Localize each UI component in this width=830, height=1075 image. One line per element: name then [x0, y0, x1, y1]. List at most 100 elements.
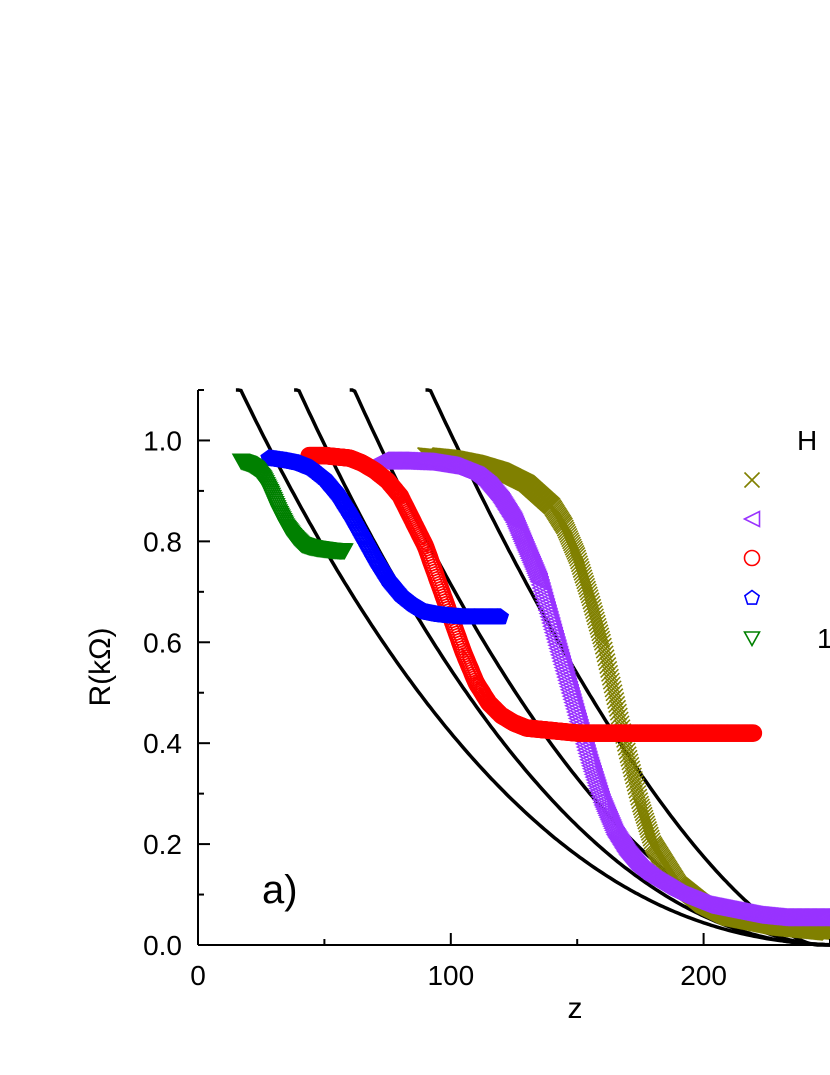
data-point [580, 756, 600, 775]
legend-title: H [797, 425, 817, 456]
data-point [590, 787, 610, 807]
data-point [626, 774, 644, 792]
data-point [528, 570, 548, 589]
data-point [581, 759, 601, 778]
series-triangle-down [231, 453, 354, 560]
data-point [503, 509, 522, 529]
data-point [341, 505, 359, 522]
data-point [585, 601, 603, 620]
data-point [350, 521, 368, 538]
y-tick-label: 0.0 [143, 930, 182, 961]
data-point [595, 641, 613, 659]
data-point [586, 608, 604, 626]
data-point [358, 535, 376, 552]
data-point [354, 529, 372, 546]
data-point [608, 699, 627, 717]
data-point [628, 781, 646, 799]
data-point [560, 527, 578, 546]
data-point [579, 750, 598, 769]
data-point [610, 707, 628, 725]
data-point [607, 692, 625, 710]
data-point [589, 617, 607, 635]
y-axis-label: R(kΩ) [84, 627, 117, 706]
data-point [621, 753, 639, 771]
data-point [559, 525, 577, 543]
data-point [582, 592, 600, 610]
x-tick-label: 100 [427, 960, 474, 991]
data-point [593, 630, 611, 648]
series-pentagon [260, 449, 510, 625]
data-point [346, 513, 364, 530]
data-point [630, 788, 648, 806]
data-point [345, 511, 363, 529]
data-point [558, 523, 576, 541]
data-point [585, 605, 604, 623]
data-point [566, 542, 584, 560]
data-point [596, 645, 614, 663]
data-point [348, 518, 366, 535]
data-point [583, 595, 601, 613]
data-point [586, 773, 605, 792]
data-point [555, 517, 573, 535]
data-point [608, 695, 626, 713]
data-point [583, 765, 603, 784]
data-point [623, 760, 641, 778]
data-point [344, 510, 362, 527]
data-point [355, 531, 373, 548]
data-point [353, 526, 371, 543]
data-point [629, 785, 647, 803]
data-point [600, 660, 618, 678]
data-point [582, 762, 602, 781]
data-point [352, 524, 370, 541]
data-point [609, 703, 627, 721]
data-point [347, 516, 365, 533]
data-point [360, 538, 378, 556]
data-point [587, 611, 605, 629]
series-triangle-left [370, 451, 830, 927]
data-point [624, 763, 642, 781]
data-point [588, 614, 606, 632]
data-point [581, 589, 599, 607]
data-point [624, 767, 642, 785]
data-point [619, 746, 637, 764]
y-tick-label: 0.6 [143, 627, 182, 658]
x-axis-label: z [568, 992, 583, 1025]
panel-label: a) [262, 868, 298, 912]
data-point [359, 537, 377, 554]
y-tick-label: 0.8 [143, 526, 182, 557]
data-point [744, 724, 763, 742]
data-point [351, 523, 369, 540]
data-point [342, 507, 360, 524]
x-tick-label: 200 [680, 960, 727, 991]
data-point [631, 792, 649, 810]
data-point [580, 753, 599, 773]
data-point [602, 672, 620, 690]
data-point [356, 532, 374, 549]
data-point [601, 668, 619, 686]
data-point [627, 778, 645, 796]
legend-marker-x [743, 471, 761, 489]
legend-marker-circle [743, 549, 761, 567]
data-point [584, 767, 603, 787]
data-point [597, 649, 615, 667]
data-point [591, 624, 609, 642]
data-point [563, 536, 581, 554]
data-point [622, 756, 640, 774]
data-point [588, 782, 608, 801]
data-point [492, 608, 510, 625]
data-point [354, 527, 372, 544]
data-point [580, 586, 598, 604]
data-point [605, 684, 623, 702]
y-tick-label: 0.4 [143, 728, 182, 759]
data-point [561, 530, 579, 548]
data-point [598, 653, 616, 671]
legend-label: 1 [817, 623, 830, 654]
data-point [593, 633, 612, 651]
data-point [587, 776, 606, 795]
data-point [618, 742, 636, 760]
data-point [565, 540, 583, 558]
data-point [594, 637, 612, 655]
data-point [606, 688, 624, 706]
